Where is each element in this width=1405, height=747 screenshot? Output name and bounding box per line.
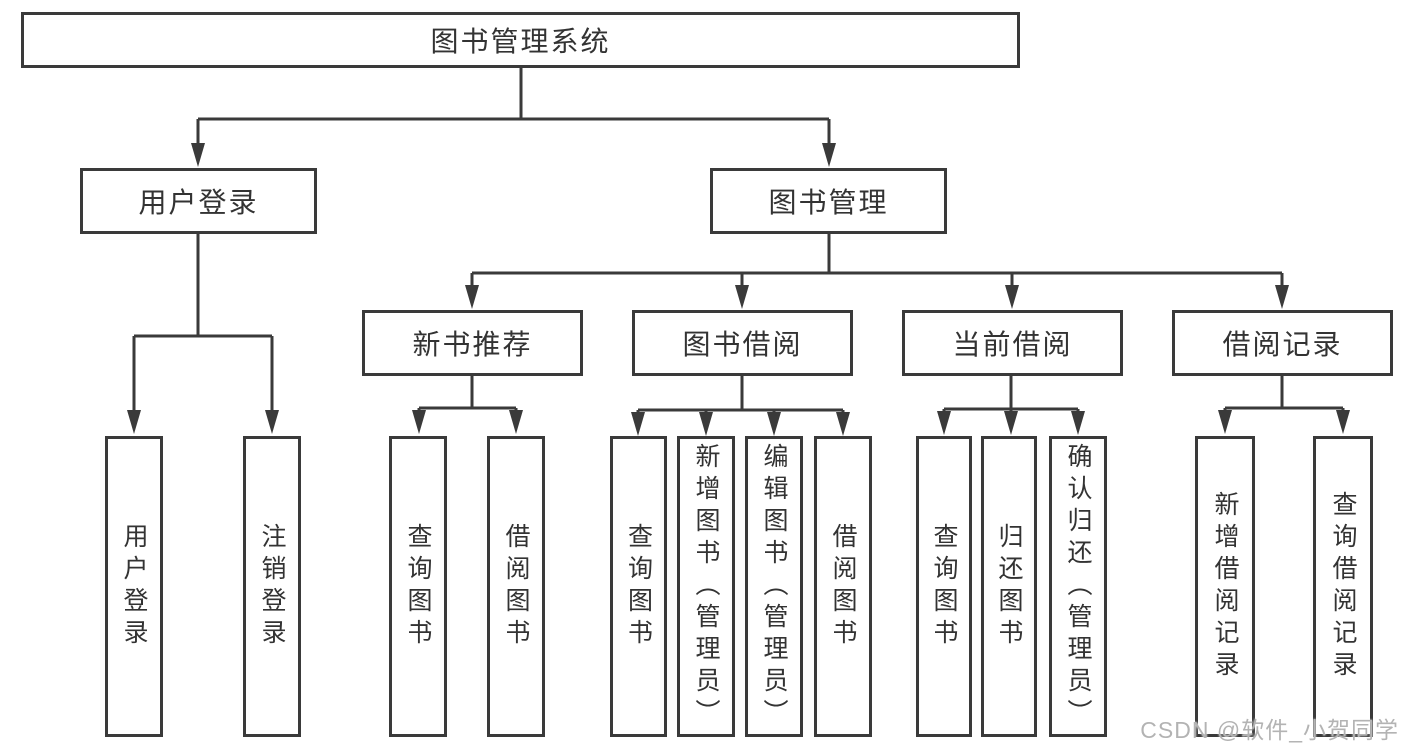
node-book-borrow: 图书借阅: [632, 310, 853, 376]
leaf-user-login: 用户登录: [105, 436, 163, 737]
connector-bookmgmt-to-level3: [470, 234, 1284, 287]
leaf-confirm-return-admin: 确认归还（管理员）: [1049, 436, 1107, 737]
leaf-query-books-recommend: 查询图书: [389, 436, 447, 737]
connector-root-to-level2: [196, 68, 831, 145]
node-borrow-records-label: 借阅记录: [1222, 329, 1343, 360]
leaf-borrow-books: 借阅图书: [814, 436, 872, 737]
leaf-logout: 注销登录: [243, 436, 301, 737]
connector-newbook-to-leaves: [417, 376, 518, 412]
node-new-book-recommend: 新书推荐: [362, 310, 583, 376]
leaf-add-borrow-record-label: 新增借阅记录: [1211, 490, 1239, 683]
leaf-edit-books-admin: 编辑图书（管理员）: [745, 436, 803, 737]
leaf-return-books: 归还图书: [981, 436, 1037, 737]
leaf-logout-label: 注销登录: [258, 522, 286, 651]
node-book-management: 图书管理: [710, 168, 947, 234]
leaf-return-books-label: 归还图书: [995, 522, 1023, 651]
leaf-borrow-books-recommend: 借阅图书: [487, 436, 545, 737]
leaf-query-books-borrow-label: 查询图书: [624, 522, 653, 651]
leaf-add-books-admin-label: 新增图书（管理员）: [692, 442, 720, 731]
node-new-book-recommend-label: 新书推荐: [412, 329, 533, 360]
node-root-system: 图书管理系统: [21, 12, 1020, 68]
leaf-borrow-books-label: 借阅图书: [829, 522, 857, 651]
connector-bookborrow-to-leaves: [636, 376, 845, 414]
leaf-query-books-current-label: 查询图书: [930, 522, 958, 651]
leaf-query-borrow-record: 查询借阅记录: [1313, 436, 1373, 737]
node-root-label: 图书管理系统: [430, 26, 611, 57]
leaf-add-borrow-record: 新增借阅记录: [1195, 436, 1255, 737]
connector-records-to-leaves: [1223, 376, 1345, 412]
leaf-query-books-recommend-label: 查询图书: [404, 522, 432, 651]
connector-userlogin-to-leaves: [132, 234, 274, 412]
leaf-query-books-borrow: 查询图书: [610, 436, 667, 737]
node-book-management-label: 图书管理: [768, 187, 889, 218]
leaf-add-books-admin: 新增图书（管理员）: [677, 436, 735, 737]
leaf-query-borrow-record-label: 查询借阅记录: [1329, 490, 1357, 683]
leaf-user-login-label: 用户登录: [120, 522, 148, 651]
leaf-query-books-current: 查询图书: [916, 436, 972, 737]
leaf-borrow-books-recommend-label: 借阅图书: [502, 522, 530, 651]
arrowheads: [127, 143, 1350, 436]
leaf-edit-books-admin-label: 编辑图书（管理员）: [760, 442, 788, 731]
node-current-borrow: 当前借阅: [902, 310, 1123, 376]
node-book-borrow-label: 图书借阅: [682, 329, 803, 360]
connector-currentborrow-to-leaves: [942, 376, 1080, 413]
leaf-confirm-return-admin-label: 确认归还（管理员）: [1064, 442, 1092, 731]
node-user-login: 用户登录: [80, 168, 317, 234]
node-user-login-label: 用户登录: [138, 187, 259, 218]
node-current-borrow-label: 当前借阅: [952, 329, 1073, 360]
csdn-watermark: CSDN @软件_小贺同学: [1140, 717, 1399, 743]
node-borrow-records: 借阅记录: [1172, 310, 1393, 376]
